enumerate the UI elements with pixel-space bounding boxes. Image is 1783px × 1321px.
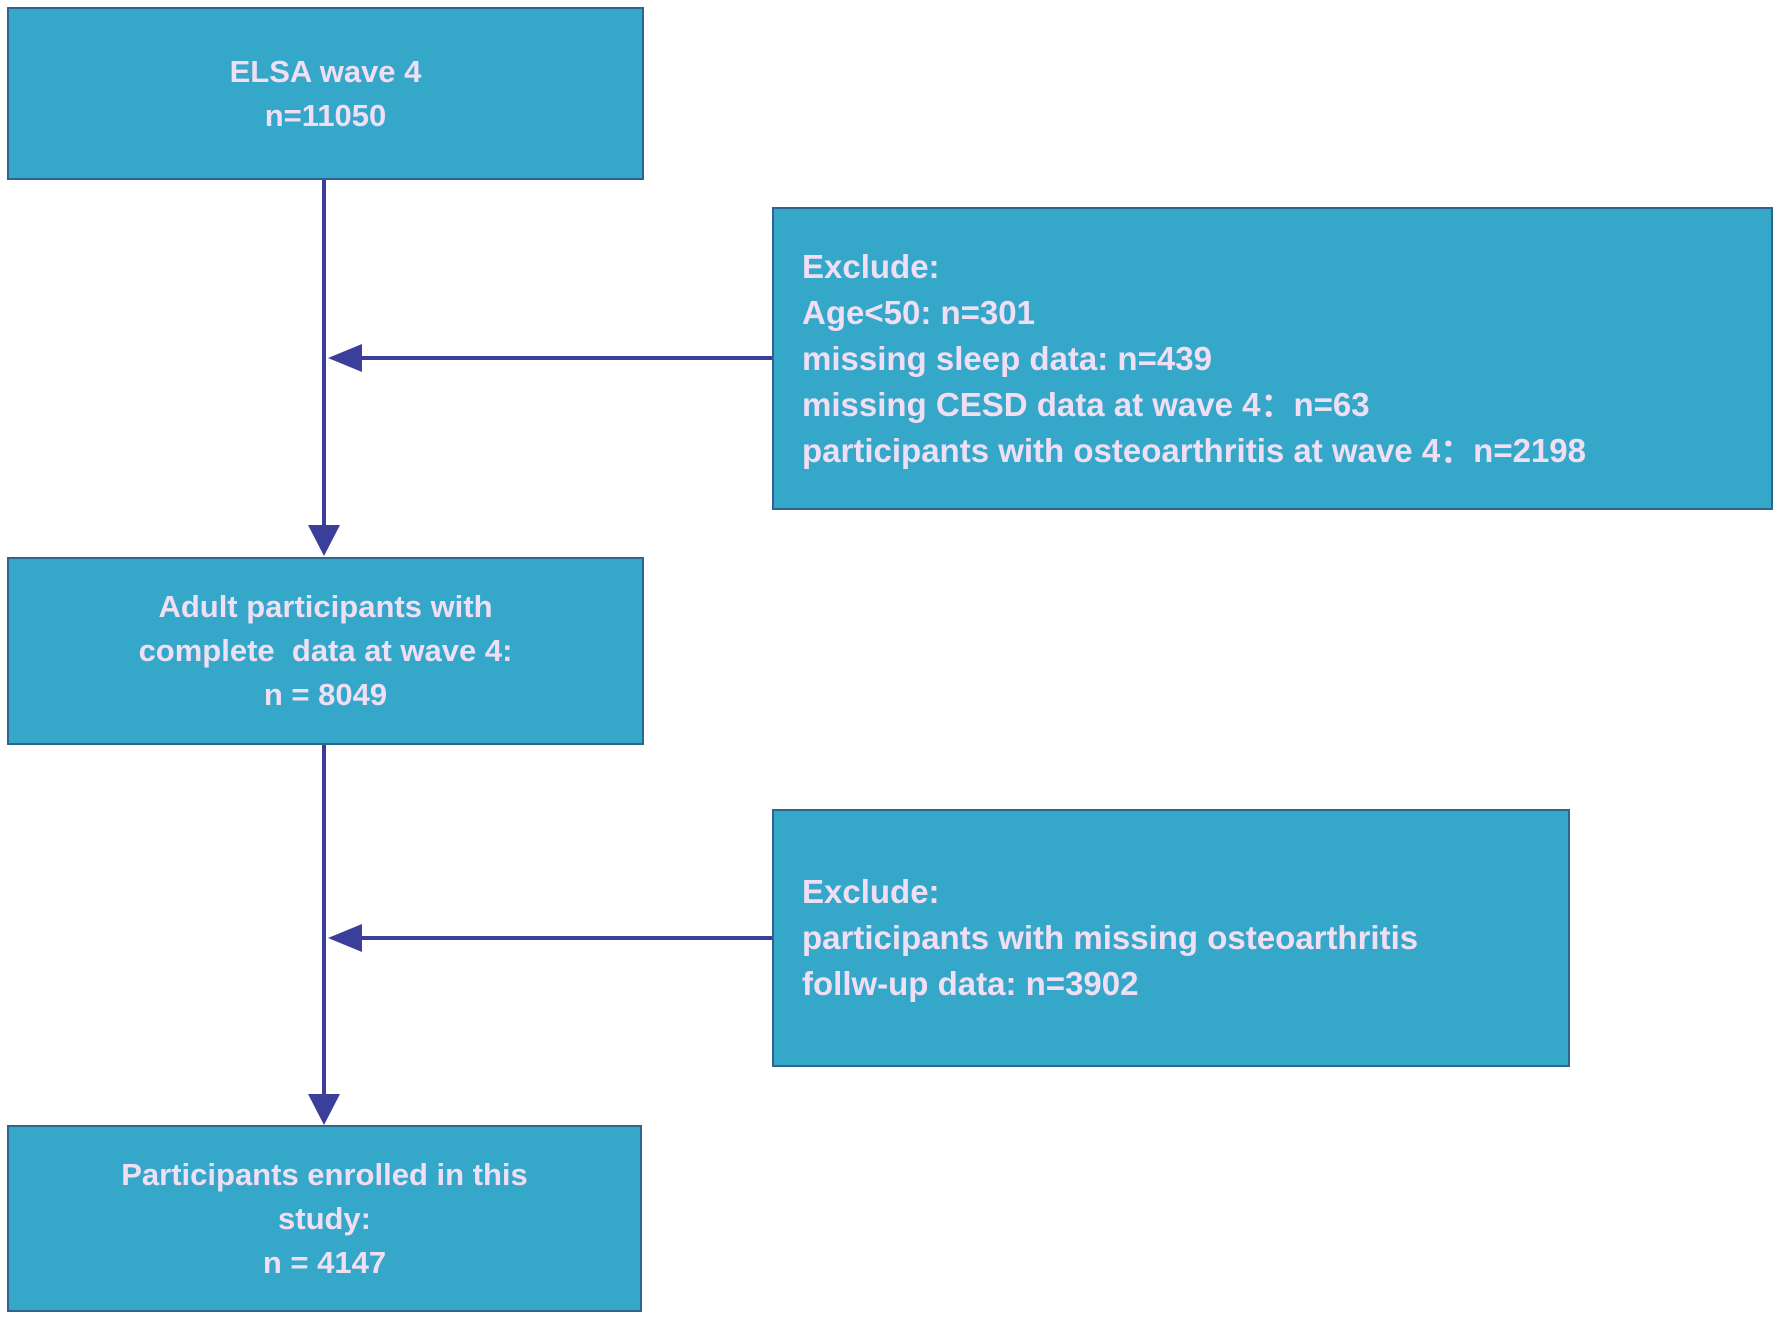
- box-exclude-followup: Exclude: participants with missing osteo…: [772, 809, 1570, 1067]
- box-exclude-wave4: Exclude: Age<50: n=301 missing sleep dat…: [772, 207, 1773, 510]
- box-complete-data-text: Adult participants with complete data at…: [138, 589, 513, 712]
- box-complete-data: Adult participants with complete data at…: [7, 557, 644, 745]
- box-elsa-wave4: ELSA wave 4 n=11050: [7, 7, 644, 180]
- box-exclude-wave4-text: Exclude: Age<50: n=301 missing sleep dat…: [802, 247, 1587, 469]
- box-enrolled: Participants enrolled in this study: n =…: [7, 1125, 642, 1312]
- box-enrolled-text: Participants enrolled in this study: n =…: [121, 1156, 528, 1280]
- arrow-elsa-to-complete: [308, 180, 340, 556]
- arrow-exclude1-to-flow: [328, 344, 772, 372]
- arrow-exclude2-to-flow: [328, 924, 772, 952]
- box-elsa-wave4-text: ELSA wave 4 n=11050: [229, 53, 422, 133]
- box-exclude-followup-text: Exclude: participants with missing osteo…: [802, 873, 1419, 1002]
- arrow-complete-to-enrolled: [308, 745, 340, 1125]
